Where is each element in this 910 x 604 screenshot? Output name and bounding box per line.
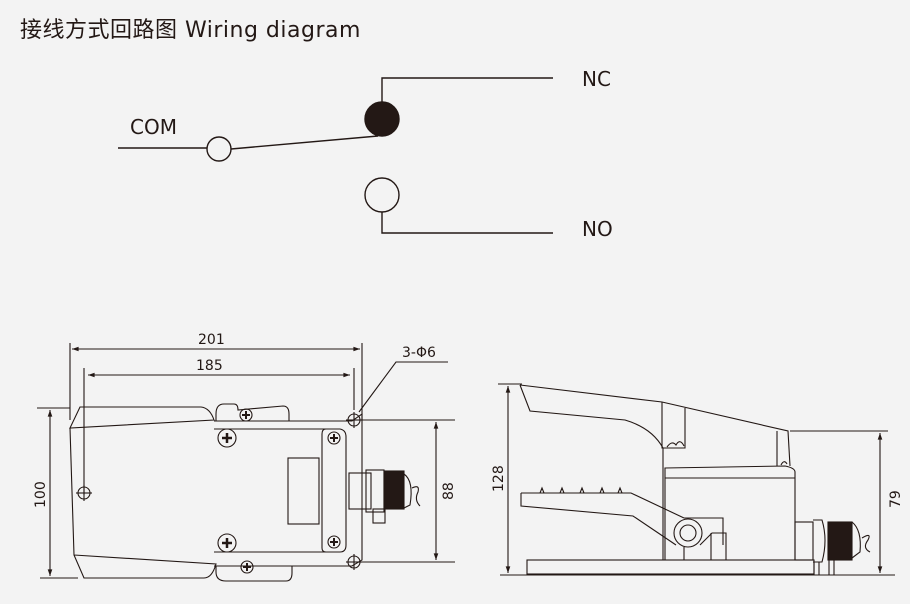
screw-icon [217, 428, 237, 448]
dim-label-128: 128 [491, 465, 507, 492]
screw-icon [239, 408, 253, 422]
label-window [287, 457, 320, 525]
dim-label-88: 88 [441, 482, 457, 500]
dim-label-hole: 3-Φ6 [402, 345, 436, 361]
switch-lever [230, 135, 379, 150]
nc-contact-closed [364, 101, 400, 137]
base-plate [526, 559, 815, 575]
nc-label: NC [582, 67, 611, 91]
dim-label-79: 79 [888, 490, 904, 508]
screw-icon [217, 533, 237, 553]
no-wire [381, 212, 553, 234]
com-terminal [206, 136, 232, 162]
screw-icon [327, 431, 341, 445]
wiring-diagram [118, 77, 553, 234]
cable-gland [348, 469, 421, 524]
screw-icon [327, 535, 341, 549]
no-label: NO [582, 217, 613, 241]
pivot-pin [673, 518, 703, 548]
com-label: COM [130, 115, 177, 139]
no-contact-open [364, 177, 400, 213]
diagram-title: 接线方式回路图 Wiring diagram [20, 18, 361, 43]
side-view-drawing [498, 383, 895, 576]
cable-gland-side [794, 519, 871, 575]
screw-icon [240, 560, 254, 574]
hole-leader [358, 361, 448, 413]
nc-wire [381, 77, 553, 102]
dim-label-100: 100 [33, 481, 49, 508]
dim-label-201: 201 [198, 332, 225, 348]
top-view-drawing [37, 343, 455, 582]
dim-label-185: 185 [196, 358, 223, 374]
